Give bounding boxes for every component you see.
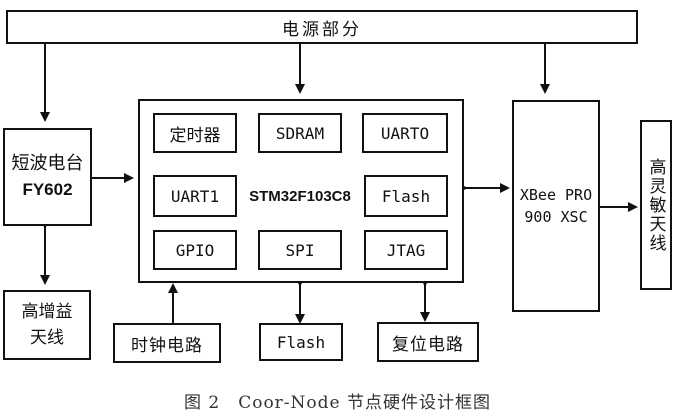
sdram-label: SDRAM xyxy=(275,123,325,143)
uart1-label: UART1 xyxy=(170,186,220,206)
uart0-box: UARTO xyxy=(362,113,448,153)
reset-circuit-box: 复位电路 xyxy=(377,322,479,362)
figure-caption: 图 2 Coor-Node 节点硬件设计框图 xyxy=(183,392,492,413)
uart0-label: UARTO xyxy=(380,123,430,143)
spi-label: SPI xyxy=(285,240,315,260)
external-flash-box: Flash xyxy=(259,323,343,361)
figure-caption-wrap: 图 2 Coor-Node 节点硬件设计框图 xyxy=(0,388,675,413)
timer-label: 定时器 xyxy=(169,125,221,146)
spi-box: SPI xyxy=(258,230,342,270)
high-sensitivity-antenna-box: 高灵敏天线 xyxy=(640,120,672,290)
gpio-box: GPIO xyxy=(153,230,237,270)
xbee-label-line1: XBee PRO xyxy=(519,186,593,204)
timer-box: 定时器 xyxy=(153,113,237,153)
flash-box: Flash xyxy=(364,175,448,217)
chip-label: STM32F103C8 xyxy=(249,187,351,205)
high-gain-antenna-line1: 高增益 xyxy=(21,302,73,322)
gpio-label: GPIO xyxy=(175,240,215,260)
power-box: 电源部分 xyxy=(6,10,638,44)
flash-label: Flash xyxy=(381,186,431,206)
external-flash-label: Flash xyxy=(276,332,326,352)
xbee-box: XBee PRO 900 XSC xyxy=(512,100,600,312)
shortwave-label: 短波电台 xyxy=(11,153,84,174)
jtag-box: JTAG xyxy=(364,230,448,270)
high-sensitivity-antenna-label: 高灵敏天线 xyxy=(645,157,666,253)
chip-label-wrap: STM32F103C8 xyxy=(238,183,362,209)
sdram-box: SDRAM xyxy=(258,113,342,153)
uart1-box: UART1 xyxy=(153,175,237,217)
high-gain-antenna-box: 高增益 天线 xyxy=(3,290,91,360)
jtag-label: JTAG xyxy=(386,240,426,260)
clock-circuit-label: 时钟电路 xyxy=(131,335,203,356)
high-gain-antenna-line2: 天线 xyxy=(30,328,64,348)
power-label: 电源部分 xyxy=(282,19,362,40)
clock-circuit-box: 时钟电路 xyxy=(113,323,221,363)
shortwave-box: 短波电台 FY602 xyxy=(3,128,92,226)
reset-circuit-label: 复位电路 xyxy=(392,334,464,355)
xbee-label-line2: 900 XSC xyxy=(524,208,588,226)
shortwave-model: FY602 xyxy=(22,180,73,199)
